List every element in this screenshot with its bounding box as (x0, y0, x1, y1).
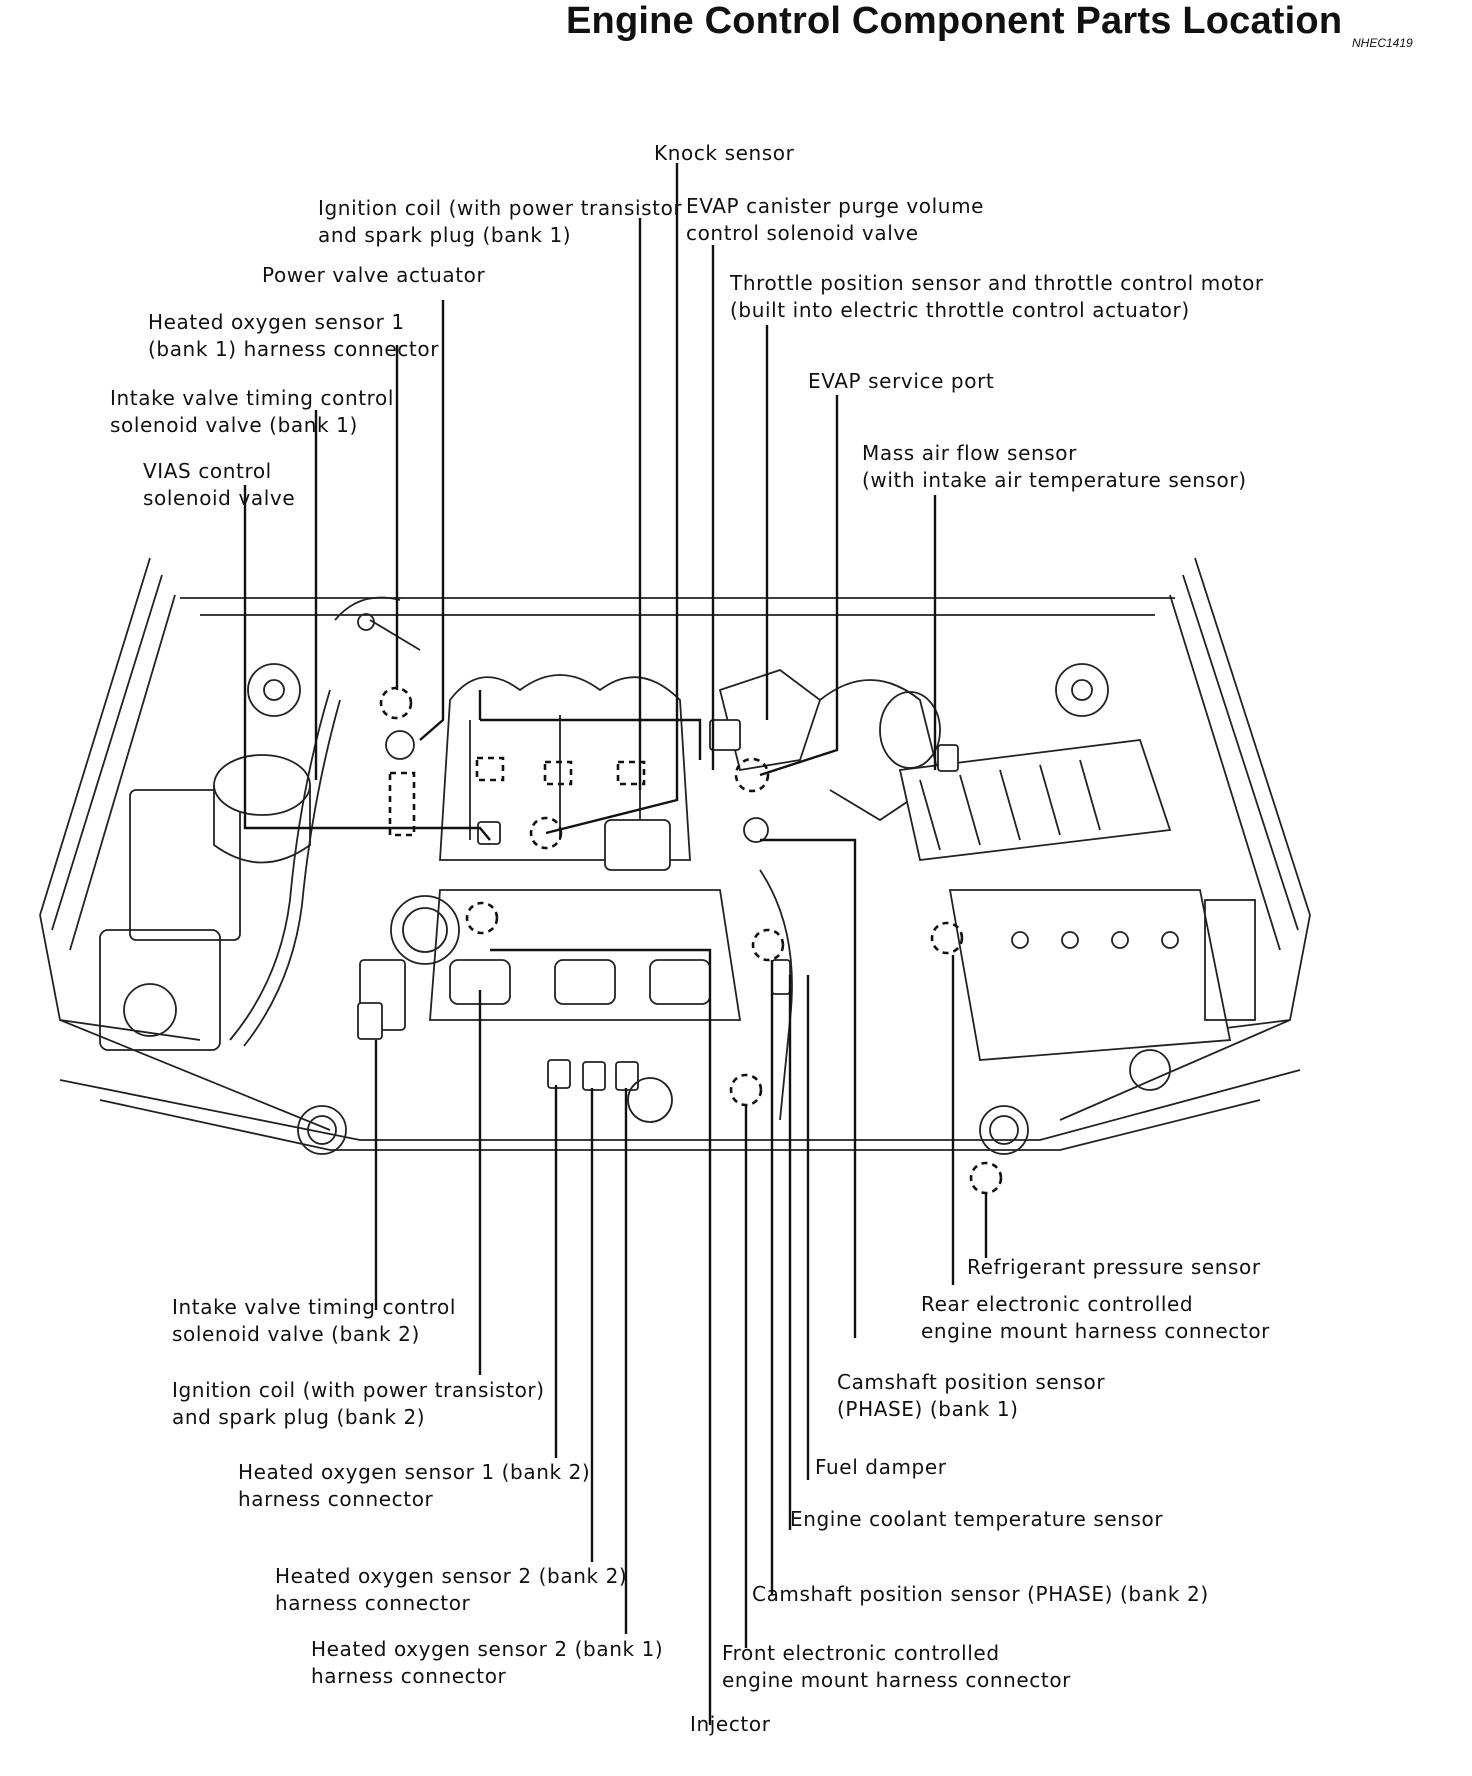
label-line: Rear electronic controlled (921, 1292, 1194, 1316)
label-line: (bank 1) harness connector (148, 337, 440, 361)
label-camshaft-sensor-bank1: Camshaft position sensor (PHASE) (bank 1… (837, 1369, 1105, 1423)
figure-reference-code: NHEC1419 (1352, 36, 1413, 50)
label-line: Mass air flow sensor (862, 441, 1077, 465)
label-line: harness connector (275, 1591, 471, 1615)
label-camshaft-sensor-bank2: Camshaft position sensor (PHASE) (bank 2… (752, 1581, 1209, 1608)
label-line: control solenoid valve (686, 221, 919, 245)
label-throttle-position-sensor: Throttle position sensor and throttle co… (730, 270, 1264, 324)
label-line: harness connector (311, 1664, 507, 1688)
label-ivt-valve-bank2: Intake valve timing control solenoid val… (172, 1294, 456, 1348)
label-line: Engine coolant temperature sensor (790, 1507, 1164, 1531)
engine-bay-drawing (39, 557, 1311, 1155)
label-line: Front electronic controlled (722, 1641, 1000, 1665)
label-line: (PHASE) (bank 1) (837, 1397, 1019, 1421)
label-line: Heated oxygen sensor 1 (148, 310, 405, 334)
label-knock-sensor: Knock sensor (654, 140, 794, 167)
label-line: Knock sensor (654, 141, 795, 165)
label-evap-purge-valve: EVAP canister purge volume control solen… (686, 193, 984, 247)
label-evap-service-port: EVAP service port (808, 368, 994, 395)
label-line: Fuel damper (815, 1455, 947, 1479)
page-title: Engine Control Component Parts Location (566, 0, 1343, 42)
label-line: Heated oxygen sensor 1 (bank 2) (238, 1460, 591, 1484)
label-line: EVAP service port (808, 369, 995, 393)
label-line: solenoid valve (bank 2) (172, 1322, 420, 1346)
label-line: and spark plug (bank 2) (172, 1405, 426, 1429)
label-line: Camshaft position sensor (837, 1370, 1106, 1394)
label-line: engine mount harness connector (722, 1668, 1072, 1692)
label-line: and spark plug (bank 1) (318, 223, 572, 247)
label-line: solenoid valve (bank 1) (110, 413, 358, 437)
label-line: VIAS control (143, 459, 272, 483)
label-ho2s2-bank1-connector: Heated oxygen sensor 2 (bank 1) harness … (311, 1636, 663, 1690)
label-injector: Injector (690, 1711, 771, 1738)
label-mass-air-flow-sensor: Mass air flow sensor (with intake air te… (862, 440, 1247, 494)
label-line: harness connector (238, 1487, 434, 1511)
label-line: Refrigerant pressure sensor (967, 1255, 1261, 1279)
label-ho2s1-bank1-connector: Heated oxygen sensor 1 (bank 1) harness … (148, 309, 439, 363)
leader-lines (243, 163, 988, 1725)
label-line: Camshaft position sensor (PHASE) (bank 2… (752, 1582, 1209, 1606)
label-ho2s1-bank2-connector: Heated oxygen sensor 1 (bank 2) harness … (238, 1459, 590, 1513)
label-fuel-damper: Fuel damper (815, 1454, 947, 1481)
label-line: Injector (690, 1712, 771, 1736)
label-line: Ignition coil (with power transistor (318, 196, 683, 220)
label-refrigerant-pressure-sensor: Refrigerant pressure sensor (967, 1254, 1261, 1281)
label-line: solenoid valve (143, 486, 296, 510)
label-line: Heated oxygen sensor 2 (bank 2) (275, 1564, 628, 1588)
label-rear-engine-mount-connector: Rear electronic controlled engine mount … (921, 1291, 1270, 1345)
label-line: engine mount harness connector (921, 1319, 1271, 1343)
label-line: Ignition coil (with power transistor) (172, 1378, 545, 1402)
label-line: Intake valve timing control (172, 1295, 457, 1319)
label-ignition-coil-bank2: Ignition coil (with power transistor) an… (172, 1377, 545, 1431)
label-line: (built into electric throttle control ac… (730, 298, 1190, 322)
label-power-valve-actuator: Power valve actuator (262, 262, 485, 289)
label-line: Throttle position sensor and throttle co… (730, 271, 1264, 295)
label-line: Power valve actuator (262, 263, 486, 287)
label-line: EVAP canister purge volume (686, 194, 985, 218)
label-line: Heated oxygen sensor 2 (bank 1) (311, 1637, 664, 1661)
label-ect-sensor: Engine coolant temperature sensor (790, 1506, 1163, 1533)
label-vias-valve: VIAS control solenoid valve (143, 458, 295, 512)
label-ivt-valve-bank1: Intake valve timing control solenoid val… (110, 385, 394, 439)
location-markers (379, 686, 1003, 1195)
label-ignition-coil-bank1: Ignition coil (with power transistor and… (318, 195, 682, 249)
label-ho2s2-bank2-connector: Heated oxygen sensor 2 (bank 2) harness … (275, 1563, 627, 1617)
label-front-engine-mount-connector: Front electronic controlled engine mount… (722, 1640, 1071, 1694)
label-line: Intake valve timing control (110, 386, 395, 410)
label-line: (with intake air temperature sensor) (862, 468, 1247, 492)
